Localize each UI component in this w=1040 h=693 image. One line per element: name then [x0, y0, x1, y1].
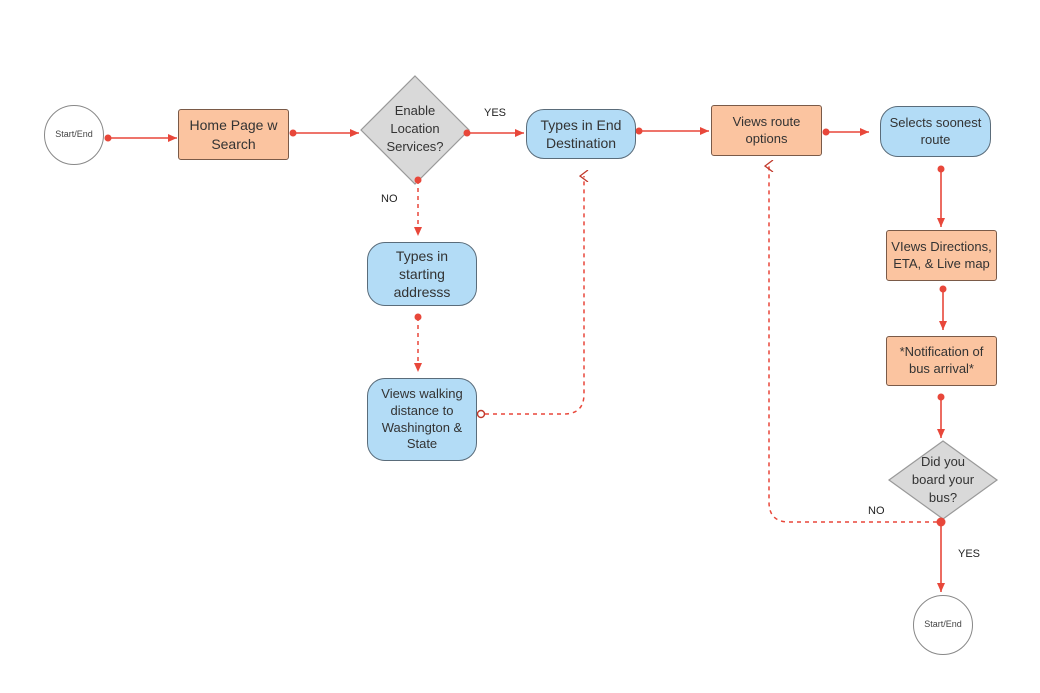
- start-node-label: Start/End: [55, 129, 93, 140]
- connector-enable-no: [414, 176, 422, 236]
- types-end-destination-node-label: Types in End Destination: [540, 116, 622, 151]
- connector-route-to-selects: [822, 128, 869, 136]
- selects-soonest-route-node-label: Selects soonest route: [889, 114, 982, 147]
- views-route-options-node: Views route options: [711, 105, 822, 156]
- enable-yes-label: YES: [484, 107, 507, 119]
- home-page-node: Home Page w Search: [178, 109, 289, 160]
- board-bus-node: Did you board your bus?: [899, 450, 987, 510]
- views-walking-distance-node: Views walking distance to Washington & S…: [367, 378, 477, 461]
- board-bus-node-label: Did you board your bus?: [911, 453, 975, 506]
- views-route-options-node-label: Views route options: [732, 113, 801, 146]
- connector-start-to-home: [104, 134, 177, 142]
- connector-notification-to-board: [937, 393, 945, 438]
- connector-end-dest-to-route: [635, 127, 709, 135]
- connector-start-addr-to-walking: [414, 313, 422, 372]
- decision-enable-location-shape: [360, 75, 470, 185]
- notification-node: *Notification of bus arrival*: [886, 336, 997, 386]
- connector-board-yes: [936, 517, 946, 592]
- types-end-destination-node: Types in End Destination: [526, 109, 636, 159]
- enable-location-node: Enable Location Services?: [371, 96, 459, 162]
- board-no-label: NO: [868, 505, 885, 517]
- views-directions-node-label: VIews Directions, ETA, & Live map: [891, 238, 992, 271]
- views-directions-node: VIews Directions, ETA, & Live map: [886, 230, 997, 281]
- selects-soonest-route-node: Selects soonest route: [880, 106, 991, 157]
- enable-location-node-label: Enable Location Services?: [386, 102, 444, 155]
- board-yes-label: YES: [958, 548, 981, 560]
- enable-no-label: NO: [381, 193, 398, 205]
- home-page-node-label: Home Page w Search: [189, 117, 278, 152]
- types-starting-address-node: Types in starting addresss: [367, 242, 477, 306]
- start-node: Start/End: [44, 105, 104, 165]
- types-starting-address-node-label: Types in starting addresss: [393, 247, 451, 301]
- connector-home-to-enable: [289, 129, 359, 137]
- connector-enable-yes: [463, 129, 524, 137]
- notification-node-label: *Notification of bus arrival*: [899, 344, 984, 376]
- connector-directions-to-notification: [939, 285, 947, 330]
- connector-selects-to-directions: [937, 165, 945, 227]
- end-node-label: Start/End: [924, 619, 962, 630]
- views-walking-distance-node-label: Views walking distance to Washington & S…: [381, 385, 463, 452]
- connector-walking-to-end-dest: [476, 176, 585, 419]
- end-node: Start/End: [913, 595, 973, 655]
